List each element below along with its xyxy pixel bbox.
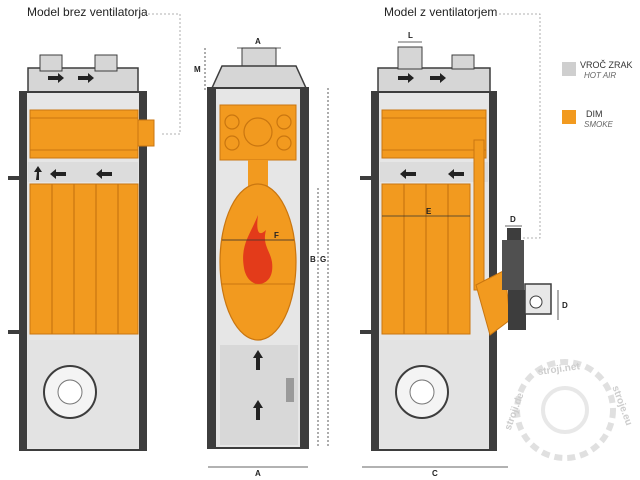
dim-label-a-bottom: A (255, 469, 261, 478)
dimension-lines (204, 41, 559, 468)
legend-smoke-sub: SMOKE (584, 120, 614, 129)
dim-label-l: L (408, 31, 413, 40)
dim-label-f: F (274, 231, 279, 240)
dim-label-b: B (310, 255, 316, 264)
title-model-without-fan: Model brez ventilatorja (27, 5, 148, 19)
legend-hot-air-sub: HOT AIR (584, 71, 616, 80)
dim-label-a-top: A (255, 37, 261, 46)
legend-smoke-main: DIM (586, 109, 603, 119)
leader-left (140, 13, 181, 135)
dim-label-c: C (432, 469, 438, 478)
dim-label-d-upper: D (510, 215, 516, 224)
flame-icon (243, 215, 273, 284)
watermark-right: stroje.eu (609, 384, 634, 427)
unit-with-fan (360, 46, 552, 451)
legend-hot-air-main: VROČ ZRAK (580, 60, 633, 70)
dim-label-e: E (426, 207, 432, 216)
airflow-arrows (34, 73, 464, 420)
watermark: stroji.net stroji.de stroje.eu (503, 359, 634, 461)
legend: VROČ ZRAK HOT AIR DIM SMOKE (562, 60, 633, 129)
leader-right (495, 13, 541, 239)
legend-swatch-hot-air (562, 62, 576, 76)
dim-label-d-lower: D (562, 301, 568, 310)
watermark-left: stroji.de (503, 391, 527, 432)
dim-label-g: G (320, 255, 326, 264)
unit-without-fan (8, 54, 155, 451)
dim-label-m: M (194, 65, 201, 74)
watermark-top: stroji.net (537, 361, 581, 378)
legend-swatch-smoke (562, 110, 576, 124)
unit-center (207, 47, 309, 449)
title-model-with-fan: Model z ventilatorjem (384, 5, 497, 19)
